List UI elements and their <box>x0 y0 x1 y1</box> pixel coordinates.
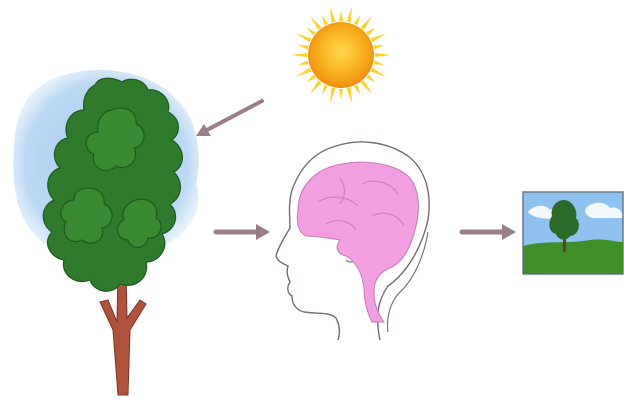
sun-ray <box>291 53 307 57</box>
arrow-tree-to-head <box>216 224 270 240</box>
sun-ray <box>298 61 308 65</box>
sun-ray <box>330 88 336 104</box>
sun-ray <box>361 80 373 94</box>
arrow-head-to-picture <box>462 224 516 240</box>
landscape-picture-icon <box>523 192 623 274</box>
sun-ray <box>310 16 322 30</box>
sun-ray <box>307 75 316 83</box>
tree-icon <box>13 70 198 395</box>
sun-ray <box>322 15 328 25</box>
sun-ray <box>361 16 373 30</box>
sun-ray <box>296 33 311 42</box>
sun-ray <box>375 53 391 57</box>
sun-ray <box>347 88 353 104</box>
sun-ray <box>371 68 386 77</box>
sun-ray <box>322 85 328 95</box>
sun-ray <box>296 68 311 77</box>
sun-disk <box>308 22 374 88</box>
sun-icon <box>291 6 391 103</box>
sun-ray <box>339 11 343 21</box>
arrow-sun-to-tree <box>196 101 262 136</box>
picture-ground <box>523 239 623 274</box>
sun-ray <box>366 28 375 36</box>
sun-ray <box>374 61 384 65</box>
sun-ray <box>354 15 360 25</box>
sun-ray <box>366 75 375 83</box>
sun-ray <box>371 33 386 42</box>
sun-ray <box>310 80 322 94</box>
sun-ray <box>354 85 360 95</box>
sun-ray <box>374 45 384 49</box>
sun-ray <box>307 28 316 36</box>
sun-ray <box>298 45 308 49</box>
head-brain-icon <box>276 142 429 340</box>
sun-ray <box>339 89 343 99</box>
sun-ray <box>330 6 336 22</box>
sun-ray <box>347 6 353 22</box>
